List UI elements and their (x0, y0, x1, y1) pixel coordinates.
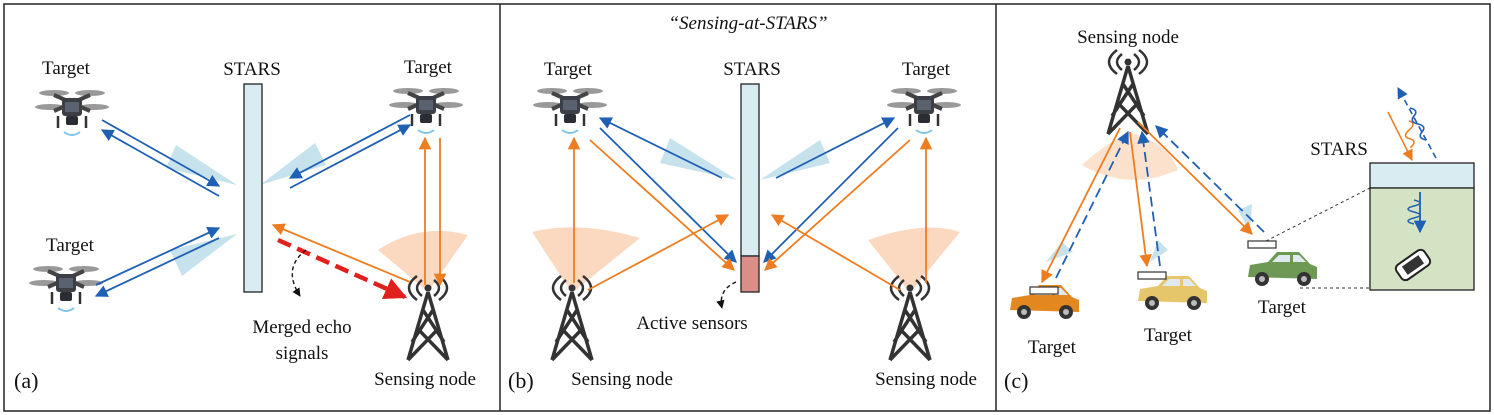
merged-echo-arrow (277, 237, 408, 300)
active-sensors-block (740, 255, 760, 293)
sensing-node-label-a: Sensing node (374, 369, 476, 390)
panel-tag-b: (b) (508, 368, 534, 393)
stars-surface-a (243, 83, 263, 293)
beam-c-car1 (1046, 242, 1073, 262)
arrow-b-4 (763, 127, 899, 263)
target-label-c-1: Target (1028, 337, 1076, 358)
incident-wave (1404, 120, 1415, 149)
arrow-b-7 (589, 139, 735, 271)
arrow-c-4 (1137, 130, 1161, 267)
arrow-b-6 (587, 214, 730, 291)
arrow-a-5 (95, 227, 221, 286)
drone-a-bl (27, 264, 105, 313)
arrow-b-1 (598, 117, 723, 179)
stars-inset-surface (1369, 162, 1475, 189)
merged-echo-label-2: signals (275, 343, 329, 364)
active-sensors-label: Active sensors (636, 313, 748, 334)
stars-label-b: STARS (723, 59, 781, 80)
beam-c-car2 (1150, 240, 1168, 262)
arrow-b-10 (764, 139, 911, 271)
reflected-wave (1409, 107, 1427, 141)
vehicle-interior-inset (1369, 187, 1475, 291)
beam-a-node (378, 230, 468, 292)
arrow-a-2 (100, 129, 220, 197)
panel-tag-a: (a) (14, 368, 39, 393)
arrow-b-2 (599, 127, 737, 263)
drone-a-tr (387, 86, 465, 135)
target-label-c-3: Target (1258, 297, 1306, 318)
arrow-a-3 (288, 114, 411, 179)
signal-wave-inset (1407, 199, 1421, 225)
drone-a-tl (33, 88, 111, 137)
active-sensors-pointer (716, 281, 737, 309)
target-label-c-2: Target (1144, 325, 1192, 346)
stars-surface-b (740, 83, 760, 257)
car-green (1248, 252, 1317, 286)
sensing-node-label-b-left: Sensing node (571, 369, 673, 390)
merged-echo-label-1: Merged echo (252, 317, 352, 338)
car-yellow (1138, 276, 1207, 310)
stars-panel-car2 (1137, 271, 1167, 280)
stars-panel-car1 (1029, 286, 1059, 295)
arrow-a-1 (101, 119, 221, 187)
beam-a-tr (260, 143, 326, 185)
stars-panel-car3 (1247, 240, 1277, 249)
arrow-c-5 (1137, 121, 1253, 235)
arrow-c-reflected (1397, 87, 1437, 159)
arrow-c-3 (1129, 131, 1152, 268)
arrow-b-3 (775, 117, 896, 179)
phone-icon (1394, 248, 1432, 282)
arrow-a-4 (289, 124, 412, 189)
target-label-b-r: Target (902, 59, 950, 80)
sensing-node-tower-c (1106, 48, 1150, 136)
arrow-c-incident (1387, 111, 1413, 162)
beam-b-left-node (532, 227, 640, 293)
beam-b-right-node (868, 227, 960, 293)
beam-b-r (760, 140, 830, 180)
beam-b-l (660, 138, 737, 180)
stars-label-a: STARS (223, 59, 281, 80)
outer-frame (3, 3, 1491, 412)
target-label-a-tr: Target (404, 57, 452, 78)
beam-a-bl (170, 234, 237, 276)
zoom-line-top (1265, 187, 1371, 242)
sensing-node-label-b-right: Sensing node (875, 369, 977, 390)
target-label-a-tl: Target (42, 58, 90, 79)
panel-tag-c: (c) (1004, 368, 1029, 393)
arrow-a-9 (271, 223, 411, 283)
drone-b-r (885, 86, 963, 135)
merged-echo-pointer (291, 249, 307, 297)
sensing-node-label-c: Sensing node (1077, 27, 1179, 48)
target-label-a-bl: Target (46, 235, 94, 256)
arrow-a-6 (94, 237, 220, 297)
panel-b-title: “Sensing-at-STARS” (668, 13, 828, 34)
panel-b (531, 83, 963, 362)
target-label-b-l: Target (544, 59, 592, 80)
sensing-node-tower-a (406, 274, 450, 362)
beam-a-tl (166, 145, 237, 185)
arrow-b-9 (770, 214, 901, 291)
sensing-node-tower-b-left (550, 274, 594, 362)
panel-c (1010, 48, 1475, 319)
stars-label-c: STARS (1310, 139, 1368, 160)
arrow-c-1 (1041, 127, 1121, 284)
drone-b-l (531, 86, 609, 135)
arrow-c-2 (1055, 130, 1129, 279)
beam-c-node (1082, 132, 1178, 180)
arrow-c-6 (1155, 125, 1265, 233)
panel-a (27, 83, 468, 362)
